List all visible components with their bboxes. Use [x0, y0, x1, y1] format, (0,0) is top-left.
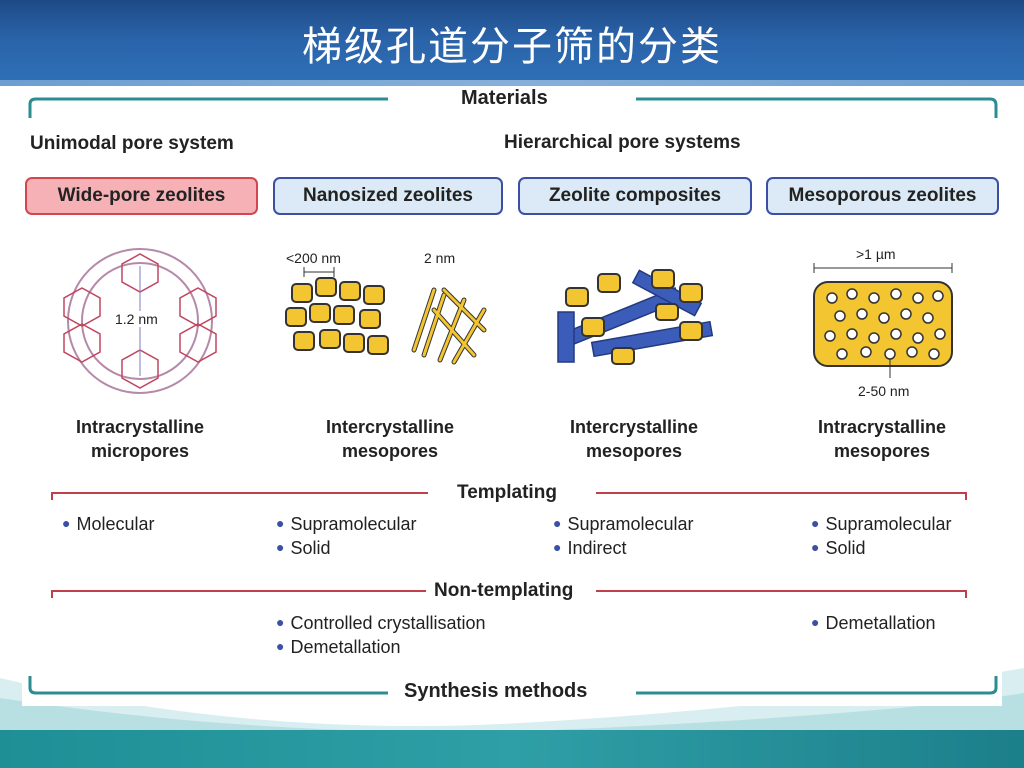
- non-templating-item: ●Controlled crystallisation: [276, 613, 486, 633]
- rod-size-label: 2 nm: [424, 250, 456, 266]
- templating-item: ●Molecular: [62, 514, 155, 534]
- non-templating-item: ●Demetallation: [276, 637, 401, 657]
- nano-size-label: <200 nm: [286, 250, 341, 266]
- caption-line: Intercrystalline: [569, 417, 699, 437]
- caption-mesoporous: Intracrystalline mesopores: [782, 415, 982, 463]
- templating-item: ●Solid: [811, 538, 866, 558]
- templating-item: ●Supramolecular: [276, 514, 417, 534]
- pore-size-label: 1.2 nm: [115, 311, 158, 327]
- nanosized-zeolites-box: Nanosized zeolites: [273, 177, 503, 215]
- zeolite-composite-illustration: [557, 269, 714, 365]
- caption-line: mesopores: [833, 441, 931, 461]
- caption-composites: Intercrystalline mesopores: [534, 415, 734, 463]
- crystal-size-label: >1 µm: [856, 246, 896, 262]
- nanosized-crystals-illustration: [285, 277, 389, 355]
- hierarchical-heading: Hierarchical pore systems: [504, 132, 741, 153]
- templating-item: ●Supramolecular: [553, 514, 694, 534]
- templating-item: ●Indirect: [553, 538, 627, 558]
- nano-size-bar: [303, 267, 335, 277]
- bottom-wave-decoration: [0, 668, 1024, 738]
- synthesis-methods-heading: Synthesis methods: [404, 680, 588, 702]
- non-templating-item: ●Demetallation: [811, 613, 936, 633]
- slide-title: 梯级孔道分子筛的分类: [302, 24, 722, 70]
- caption-wide-pore: Intracrystalline micropores: [40, 415, 240, 463]
- templating-item: ●Solid: [276, 538, 331, 558]
- non-templating-heading: Non-templating: [434, 580, 574, 601]
- meso-size-label: 2-50 nm: [858, 383, 910, 399]
- caption-line: Intracrystalline: [817, 417, 947, 437]
- caption-nanosized: Intercrystalline mesopores: [290, 415, 490, 463]
- materials-heading: Materials: [461, 87, 548, 109]
- caption-line: mesopores: [585, 441, 683, 461]
- zeolite-framework-illustration: [63, 248, 217, 394]
- zeolite-composites-box: Zeolite composites: [518, 177, 752, 215]
- mesoporous-crystal-illustration: [813, 263, 953, 378]
- caption-line: Intercrystalline: [325, 417, 455, 437]
- bottom-bar: [0, 730, 1024, 768]
- caption-line: mesopores: [341, 441, 439, 461]
- nano-rods-illustration: [411, 287, 487, 365]
- mesoporous-zeolites-box: Mesoporous zeolites: [766, 177, 999, 215]
- title-bar: [0, 0, 1024, 86]
- caption-line: Intracrystalline: [75, 417, 205, 437]
- templating-item: ●Supramolecular: [811, 514, 952, 534]
- templating-heading: Templating: [457, 482, 557, 503]
- unimodal-heading: Unimodal pore system: [30, 133, 234, 154]
- caption-line: micropores: [90, 441, 190, 461]
- wide-pore-zeolites-box: Wide-pore zeolites: [25, 177, 258, 215]
